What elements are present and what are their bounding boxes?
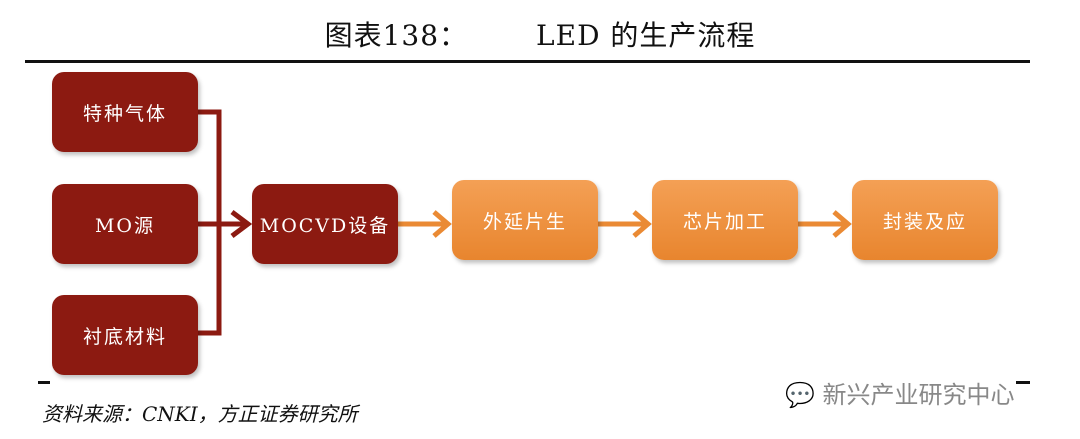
bottom-tick-right <box>1016 381 1030 384</box>
source-note: 资料来源：CNKI，方正证券研究所 <box>42 402 358 426</box>
box-label: MO源 <box>94 214 156 237</box>
figure-title: 图表138： LED 的生产流程 <box>0 14 1080 54</box>
title-rule <box>25 60 1030 63</box>
bottom-tick-left <box>38 381 50 384</box>
box-label: 封装及应 <box>882 210 967 233</box>
input-box-gas: 特种气体 <box>52 72 198 152</box>
step-box-chip: 芯片加工 <box>652 180 798 260</box>
arrowhead-1 <box>230 210 253 238</box>
step-box-package: 封装及应 <box>852 180 998 260</box>
box-label: MOCVD设备 <box>259 214 391 237</box>
box-label: 衬底材料 <box>82 325 167 348</box>
watermark: 💬 新兴产业研究中心 <box>785 375 1015 410</box>
step-box-epitaxy: 外延片生 <box>452 180 598 260</box>
wechat-icon: 💬 <box>785 381 815 409</box>
box-label: 芯片加工 <box>682 210 767 233</box>
input-box-mo-source: MO源 <box>52 184 198 264</box>
box-label: 外延片生 <box>482 210 567 233</box>
box-label: 特种气体 <box>82 102 167 125</box>
figure-label: 图表138： <box>324 19 469 52</box>
mocvd-box: MOCVD设备 <box>252 184 398 264</box>
input-box-substrate: 衬底材料 <box>52 295 198 375</box>
figure-text: LED 的生产流程 <box>536 19 756 52</box>
watermark-text: 新兴产业研究中心 <box>822 381 1015 409</box>
